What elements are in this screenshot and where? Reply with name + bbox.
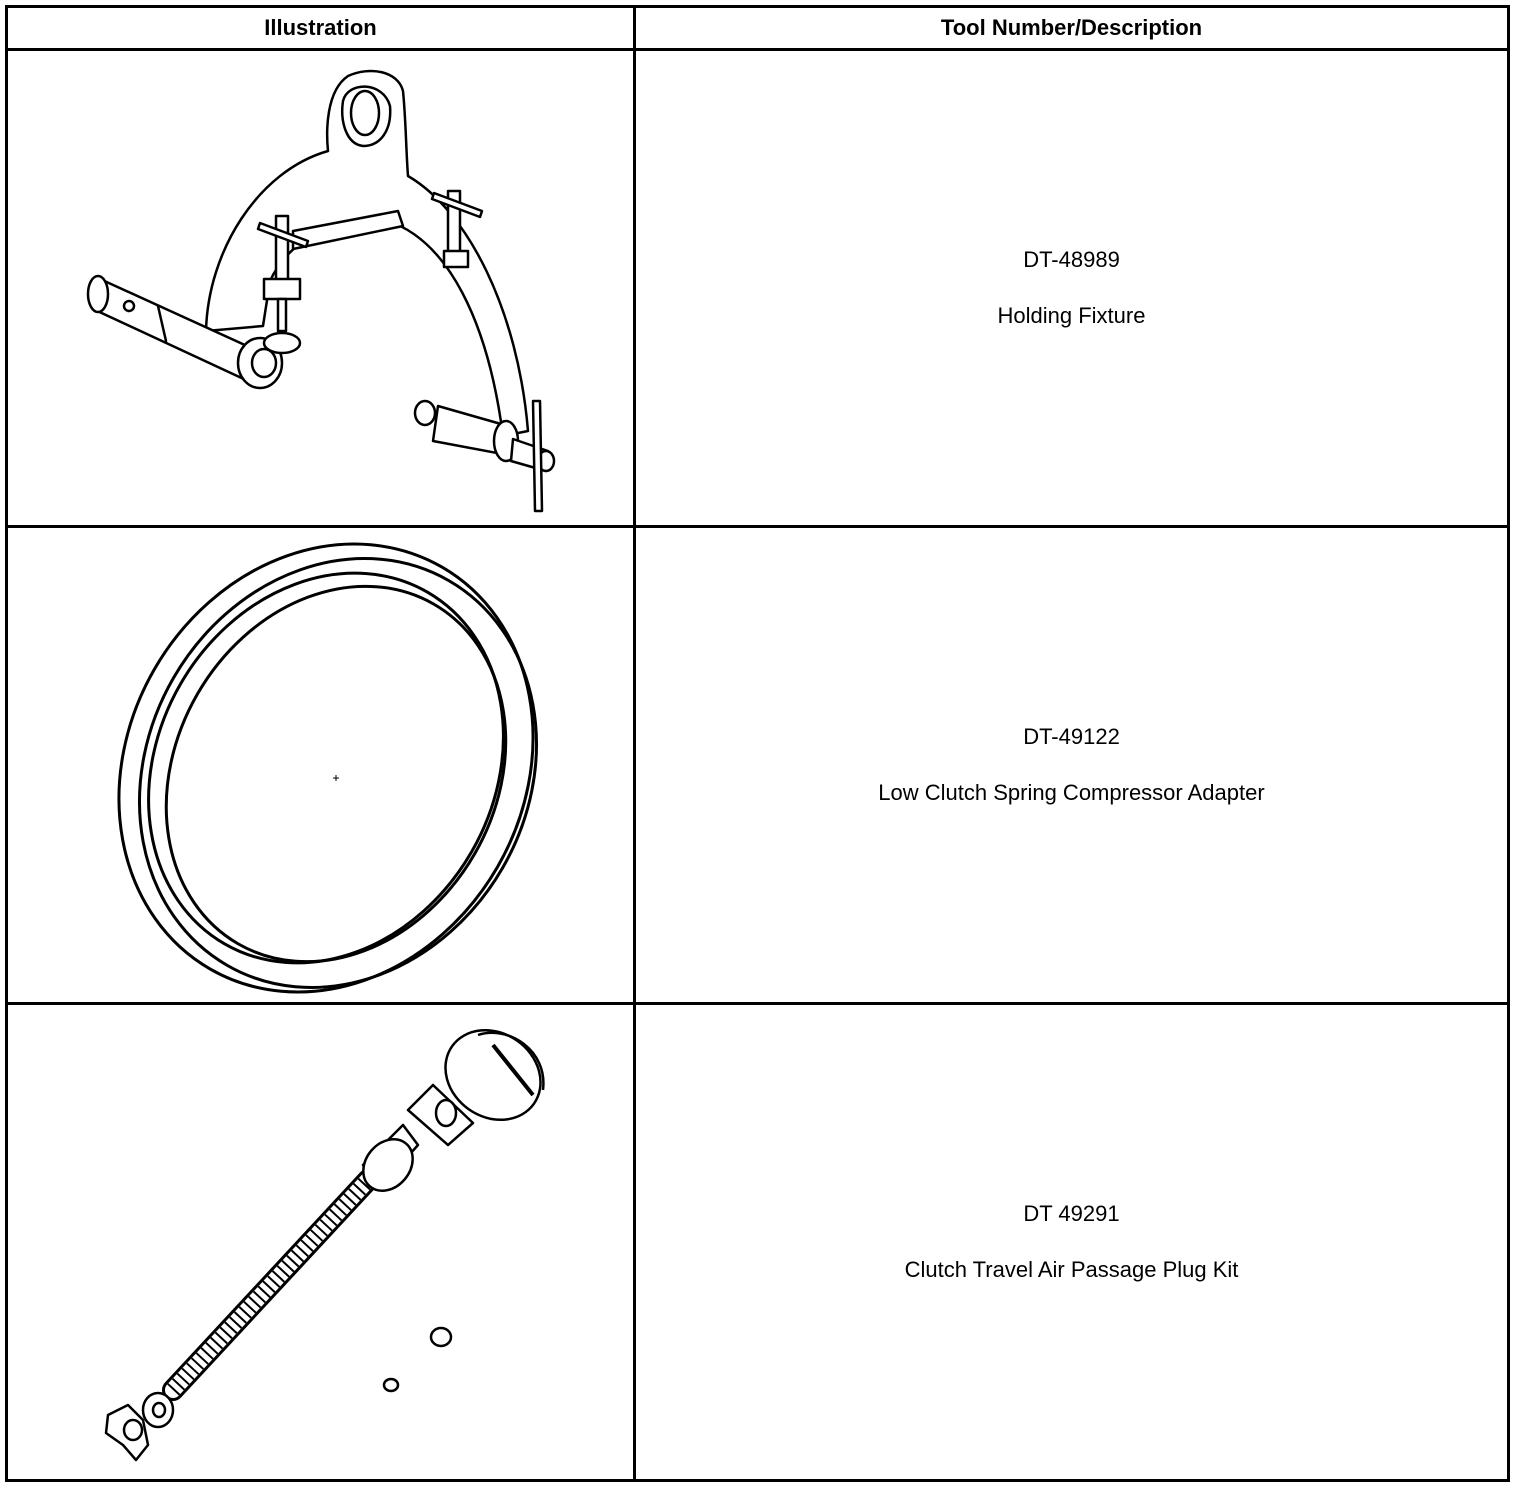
table-row: DT-49122 Low Clutch Spring Compressor Ad… <box>5 525 1510 1005</box>
illustration-cell <box>5 48 636 528</box>
tool-description-cell: DT 49291 Clutch Travel Air Passage Plug … <box>633 1002 1510 1482</box>
holding-fixture-illustration <box>8 51 634 525</box>
table-row: DT-48989 Holding Fixture <box>5 48 1510 528</box>
spring-compressor-adapter-illustration <box>8 528 634 1002</box>
tool-description: Clutch Travel Air Passage Plug Kit <box>904 1257 1239 1282</box>
tool-number-header: Tool Number/Description <box>633 5 1510 51</box>
tool-description: Holding Fixture <box>997 303 1146 328</box>
illustration-cell <box>5 525 636 1005</box>
illustration-header: Illustration <box>5 5 636 51</box>
tool-description: Low Clutch Spring Compressor Adapter <box>878 780 1265 805</box>
air-passage-plug-kit-illustration <box>8 1005 634 1479</box>
tool-description-cell: DT-49122 Low Clutch Spring Compressor Ad… <box>633 525 1510 1005</box>
tool-number: DT-48989 <box>1023 247 1120 272</box>
tool-number: DT-49122 <box>1023 724 1120 749</box>
illustration-cell <box>5 1002 636 1482</box>
special-tools-table: Illustration Tool Number/Description <box>5 5 1510 1482</box>
tool-description-cell: DT-48989 Holding Fixture <box>633 48 1510 528</box>
header-row: Illustration Tool Number/Description <box>5 5 1510 51</box>
tool-number: DT 49291 <box>1023 1201 1120 1226</box>
table-row: DT 49291 Clutch Travel Air Passage Plug … <box>5 1002 1510 1482</box>
